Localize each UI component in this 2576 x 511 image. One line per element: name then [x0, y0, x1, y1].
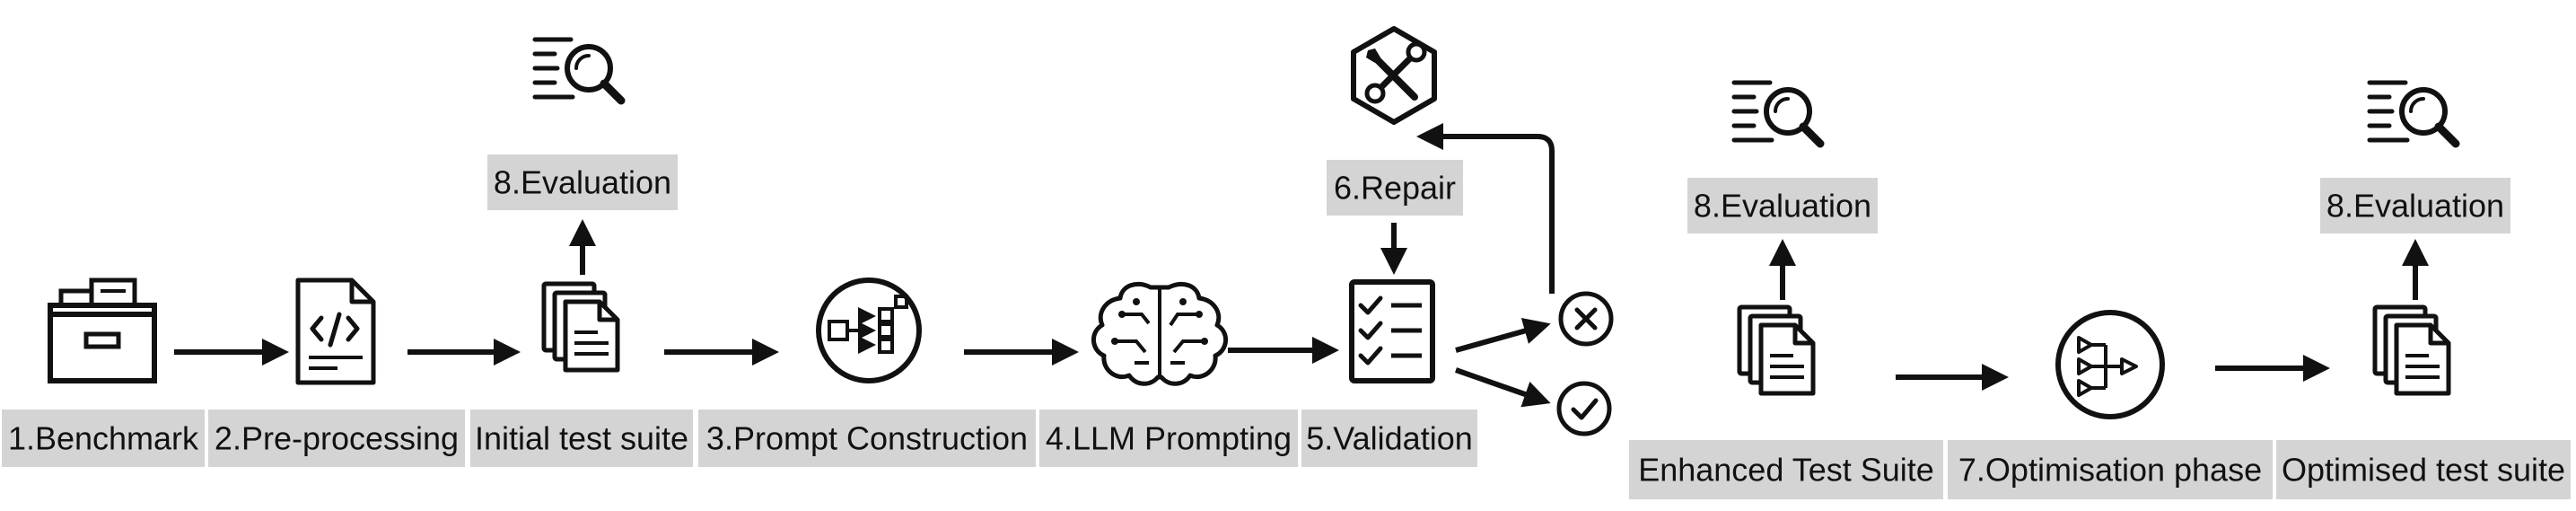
search-evaluation-icon	[1734, 83, 1820, 144]
label-evaluation-3: 8.Evaluation	[2320, 178, 2510, 233]
label-optimised-suite: Optimised test suite	[2276, 440, 2571, 499]
search-evaluation-icon	[535, 40, 621, 101]
file-box-icon	[48, 278, 157, 383]
document-stack-icon	[2375, 307, 2449, 393]
label-enhanced-suite: Enhanced Test Suite	[1629, 440, 1943, 499]
arrow-validation-to-fail	[1455, 318, 1551, 353]
label-preprocessing: 2.Pre-processing	[208, 410, 465, 467]
label-optimised-suite-text: Optimised test suite	[2282, 452, 2565, 489]
label-initial-suite: Initial test suite	[470, 410, 693, 467]
label-optimisation: 7.Optimisation phase	[1948, 440, 2273, 499]
document-stack-icon	[544, 284, 618, 370]
label-initial-suite-text: Initial test suite	[475, 420, 688, 457]
label-validation: 5.Validation	[1301, 410, 1477, 467]
code-document-icon	[295, 278, 376, 385]
label-llm-prompting: 4.LLM Prompting	[1039, 410, 1298, 467]
label-preprocessing-text: 2.Pre-processing	[215, 420, 459, 457]
label-validation-text: 5.Validation	[1306, 420, 1472, 457]
search-evaluation-icon	[2370, 83, 2456, 144]
label-llm-prompting-text: 4.LLM Prompting	[1046, 420, 1292, 457]
document-stack-icon	[1739, 307, 1813, 393]
label-prompt-construction: 3.Prompt Construction	[698, 410, 1036, 467]
brain-circuit-icon	[1091, 282, 1228, 386]
label-evaluation-1: 8.Evaluation	[487, 154, 678, 210]
flow-network-icon	[816, 278, 922, 383]
label-evaluation-2-text: 8.Evaluation	[1694, 188, 1871, 225]
label-repair: 6.Repair	[1327, 160, 1463, 216]
label-evaluation-3-text: 8.Evaluation	[2326, 188, 2504, 225]
label-optimisation-text: 7.Optimisation phase	[1958, 452, 2262, 489]
arrow-fail-to-repair	[1416, 123, 1555, 294]
fail-x-icon	[1558, 291, 1614, 347]
label-prompt-construction-text: 3.Prompt Construction	[706, 420, 1028, 457]
label-benchmark: 1.Benchmark	[2, 410, 205, 467]
funnel-flow-icon	[2055, 310, 2165, 419]
repair-tools-icon	[1351, 26, 1437, 125]
arrow-validation-to-pass	[1455, 367, 1551, 408]
label-repair-text: 6.Repair	[1334, 170, 1456, 207]
checklist-icon	[1349, 279, 1435, 383]
pass-check-icon	[1556, 381, 1612, 436]
label-evaluation-2: 8.Evaluation	[1687, 178, 1878, 233]
label-enhanced-suite-text: Enhanced Test Suite	[1638, 452, 1934, 489]
label-evaluation-1-text: 8.Evaluation	[494, 164, 671, 201]
label-benchmark-text: 1.Benchmark	[8, 420, 199, 457]
